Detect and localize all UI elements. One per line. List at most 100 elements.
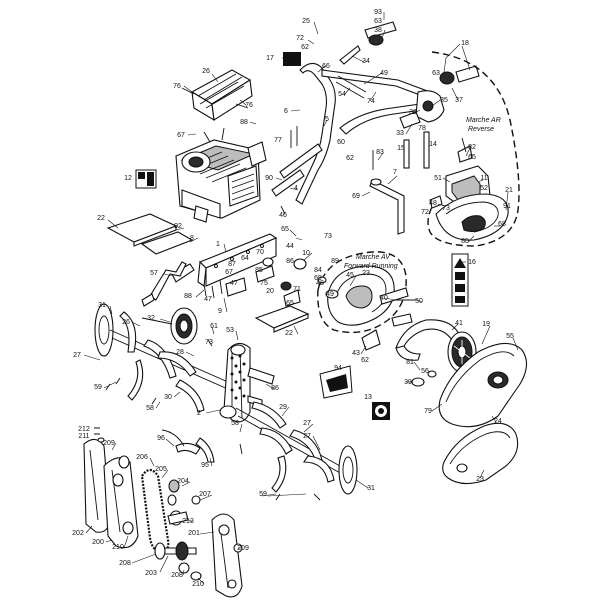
callout-65: 65 (281, 226, 289, 233)
callout-59: 59 (94, 384, 102, 391)
belt-cover (438, 342, 528, 428)
transmission-case (219, 342, 275, 423)
tine-assembly-lower (105, 383, 358, 501)
callout-209: 209 (103, 440, 115, 447)
callout-7: 7 (393, 169, 397, 176)
callout-9: 9 (218, 308, 222, 315)
engine (175, 127, 267, 223)
callout-72: 72 (421, 209, 429, 216)
callout-6: 6 (284, 108, 288, 115)
callout-68: 68 (498, 221, 506, 228)
callout-96: 96 (157, 435, 165, 442)
callout-52: 52 (480, 185, 488, 192)
callout-39: 39 (404, 379, 412, 386)
callout-212: 212 (78, 426, 90, 433)
callout-54: 54 (338, 91, 346, 98)
callout-47: 47 (204, 296, 212, 303)
callout-67: 67 (225, 269, 233, 276)
callout-67: 67 (177, 132, 185, 139)
callout-49: 49 (380, 70, 388, 77)
operator-decal-icon (451, 253, 469, 307)
callout-62: 62 (346, 155, 354, 162)
handle-decal-icon (283, 52, 301, 66)
callout-76: 76 (173, 83, 181, 90)
callout-51: 51 (434, 175, 442, 182)
callout-8: 8 (190, 235, 194, 242)
callout-12: 12 (124, 175, 132, 182)
callout-210: 210 (112, 544, 124, 551)
callout-55: 55 (506, 333, 514, 340)
callout-88: 88 (240, 119, 248, 126)
callout-64: 64 (241, 255, 249, 262)
callout-18: 18 (461, 40, 469, 47)
callout-15: 15 (397, 145, 405, 152)
callout-86: 86 (271, 385, 279, 392)
callout-27: 27 (73, 352, 81, 359)
callout-80: 80 (461, 238, 469, 245)
callout-1: 1 (216, 241, 220, 248)
callout-72: 72 (296, 35, 304, 42)
callout-205: 205 (155, 466, 167, 473)
callout-201: 201 (188, 530, 200, 537)
callout-63: 63 (374, 18, 382, 25)
callout-45: 45 (346, 272, 354, 279)
callout-36: 36 (409, 109, 417, 116)
callout-95: 95 (201, 462, 209, 469)
callout-91: 91 (503, 203, 511, 210)
callout-58: 58 (231, 420, 239, 427)
callout-78: 78 (418, 125, 426, 132)
callout-28: 28 (176, 349, 184, 356)
belt-drive (395, 319, 477, 387)
forward-subtitle: Forward Running (344, 263, 398, 270)
callout-47: 47 (230, 280, 238, 287)
callout-44: 44 (286, 243, 294, 250)
callout-31: 31 (367, 485, 375, 492)
callout-200: 200 (92, 539, 104, 546)
callout-32: 32 (147, 315, 155, 322)
callout-57: 57 (150, 270, 158, 277)
callout-92: 92 (174, 223, 182, 230)
callout-70: 70 (256, 249, 264, 256)
callout-208: 208 (119, 560, 131, 567)
callout-50: 50 (415, 298, 423, 305)
callout-66: 66 (322, 63, 330, 70)
callout-14: 14 (429, 141, 437, 148)
callout-41: 41 (455, 320, 463, 327)
callout-24: 24 (494, 418, 502, 425)
callout-86: 86 (286, 258, 294, 265)
callout-73: 73 (324, 233, 332, 240)
callout-84: 84 (314, 267, 322, 274)
handlebar-assembly (271, 21, 480, 235)
callout-22: 22 (285, 330, 293, 337)
callout-23: 23 (362, 270, 370, 277)
callout-53: 53 (226, 327, 234, 334)
callout-73: 73 (205, 339, 213, 346)
reverse-title: Marche AR (466, 117, 501, 124)
callout-79: 79 (424, 408, 432, 415)
callout-88: 88 (184, 293, 192, 300)
callout-93: 93 (374, 9, 382, 16)
forward-title: Marche AV (356, 254, 391, 261)
callout-2: 2 (197, 410, 201, 417)
safety-decal-icon (319, 365, 353, 399)
callout-46: 46 (279, 212, 287, 219)
callout-34: 34 (362, 58, 370, 65)
callout-207: 207 (199, 491, 211, 498)
callout-204: 204 (177, 478, 189, 485)
callout-5: 5 (325, 116, 329, 123)
forward-gearbox-group (317, 251, 418, 351)
callout-19: 19 (482, 321, 490, 328)
warning-decal-icon (135, 169, 157, 189)
callout-77: 77 (274, 137, 282, 144)
callout-63: 63 (432, 70, 440, 77)
round-decal-icon (372, 402, 390, 420)
chain-case (83, 427, 243, 598)
callout-82: 82 (468, 144, 476, 151)
leader-lines (83, 12, 519, 585)
callout-40: 40 (380, 295, 388, 302)
chassis-frame (106, 213, 310, 333)
callout-87: 87 (228, 261, 236, 268)
callout-13: 13 (364, 394, 372, 401)
